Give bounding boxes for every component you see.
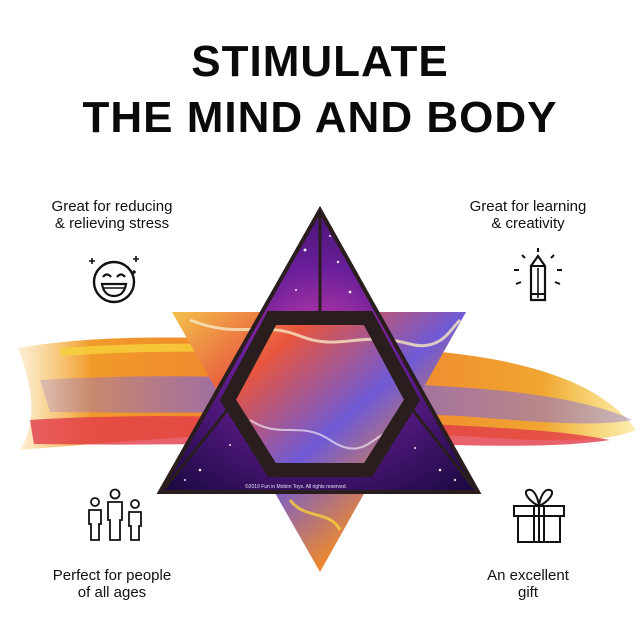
cosmic-triangle: ©2019 Fun in Motion Toys. All rights res… (156, 205, 482, 494)
gift-box-icon (513, 488, 565, 543)
feature-learning-line-1: Great for learning (469, 198, 587, 215)
feature-learning-line-2: & creativity (491, 215, 565, 232)
feature-ages-line-1: Perfect for people (52, 567, 172, 584)
laughing-face-icon (89, 256, 139, 304)
feature-gift-line-2: gift (517, 584, 538, 601)
feature-stress-line-2: & relieving stress (54, 215, 170, 232)
feature-learning: Great for learning & creativity (418, 198, 638, 232)
pencil-idea-icon (514, 248, 562, 302)
feature-ages-line-2: of all ages (77, 584, 147, 601)
feature-gift: An excellent gift (418, 567, 638, 601)
headline-line-2: THE MIND AND BODY (82, 93, 558, 142)
feature-stress: Great for reducing & relieving stress (2, 198, 222, 232)
headline-line-1: STIMULATE (191, 37, 449, 86)
feature-gift-line-1: An excellent (487, 567, 569, 584)
product-imprint: ©2019 Fun in Motion Toys. All rights res… (245, 483, 347, 490)
feature-ages: Perfect for people of all ages (2, 567, 222, 601)
feature-stress-line-1: Great for reducing (51, 198, 173, 215)
family-icon (88, 488, 142, 541)
